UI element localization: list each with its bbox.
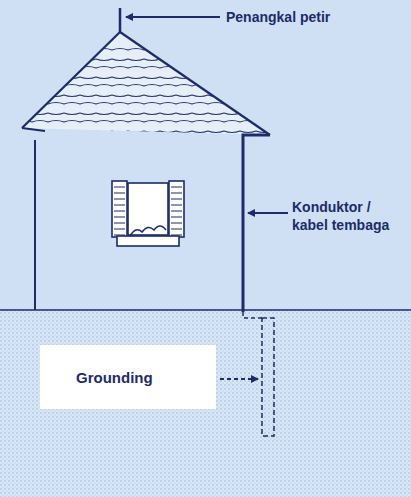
- part-label: Penangkal petir: [226, 8, 330, 26]
- roof-fill: [22, 32, 270, 135]
- buried-cable: [243, 312, 262, 318]
- node-text: Grounding: [76, 369, 153, 386]
- leader-arrow: [220, 378, 258, 380]
- part-label: Konduktor / kabel tembaga: [292, 198, 400, 234]
- roof-outline: [22, 32, 270, 135]
- leader-arrow: [126, 16, 220, 18]
- window: [112, 181, 184, 246]
- grounding-box: Grounding: [40, 345, 216, 409]
- house-walls: [34, 140, 36, 310]
- roof-tiles: [0, 49, 288, 133]
- shutter-slats: [114, 187, 182, 235]
- copper-conductor: [243, 135, 270, 312]
- leader-arrow: [248, 212, 288, 214]
- lightning-rod: [119, 8, 122, 33]
- ground-rod: [262, 318, 274, 436]
- ground-line: [0, 309, 411, 311]
- soil: [0, 310, 411, 497]
